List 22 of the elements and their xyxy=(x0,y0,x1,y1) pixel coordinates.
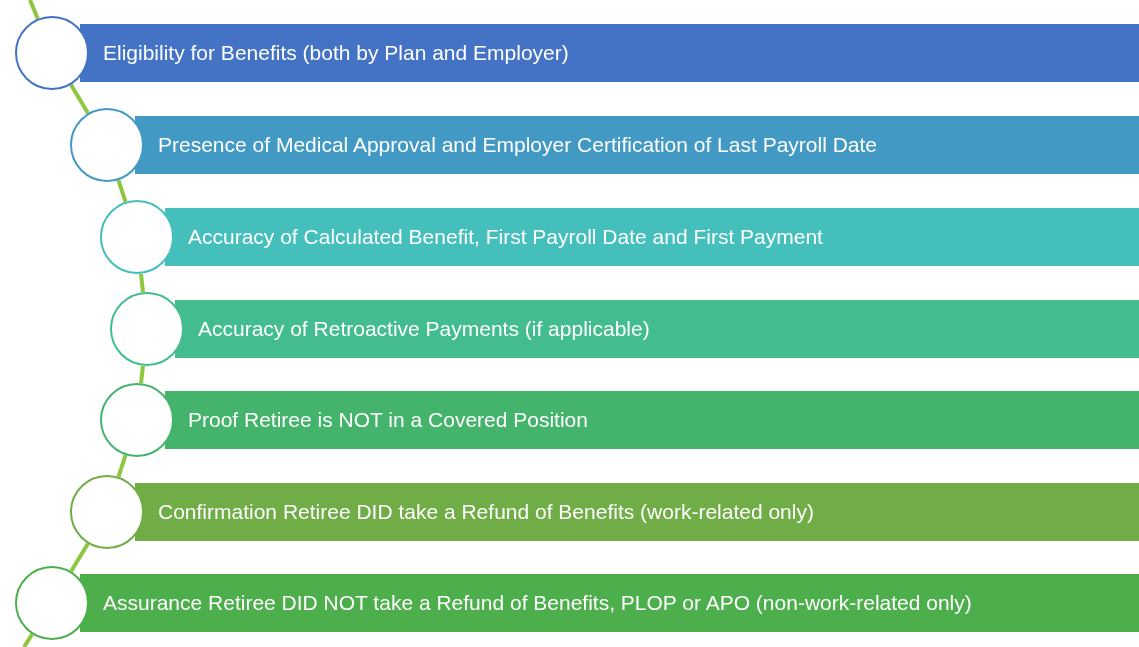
item-text: Presence of Medical Approval and Employer Certification of Last Payroll Date xyxy=(158,133,878,157)
list-item-bar xyxy=(80,24,1139,82)
connector-line xyxy=(69,83,90,115)
connector-line xyxy=(22,633,34,647)
connector-line xyxy=(139,273,145,293)
item-text: Confirmation Retiree DID take a Refund of Benefits (work-related only) xyxy=(158,500,814,524)
list-item-bar xyxy=(135,483,1139,541)
connector-line xyxy=(116,454,128,478)
connector-line xyxy=(139,365,145,384)
item-text: Assurance Retiree DID NOT take a Refund of Benefits, PLOP or APO (non-work-related only) xyxy=(103,591,972,615)
list-item-bar xyxy=(175,300,1139,358)
list-item-bar xyxy=(80,574,1139,632)
item-text: Eligibility for Benefits (both by Plan and Employer) xyxy=(103,41,569,65)
item-text: Accuracy of Calculated Benefit, First Payroll Date and First Payment xyxy=(188,225,823,249)
item-text: Proof Retiree is NOT in a Covered Position xyxy=(188,408,588,432)
list-item-bar xyxy=(165,391,1139,449)
list-item-bar xyxy=(165,208,1139,266)
item-text: Accuracy of Retroactive Payments (if applicable) xyxy=(198,317,650,341)
connector-line xyxy=(28,0,40,20)
connector-line xyxy=(116,179,128,203)
connector-line xyxy=(69,542,90,573)
list-item-bar xyxy=(135,116,1139,174)
